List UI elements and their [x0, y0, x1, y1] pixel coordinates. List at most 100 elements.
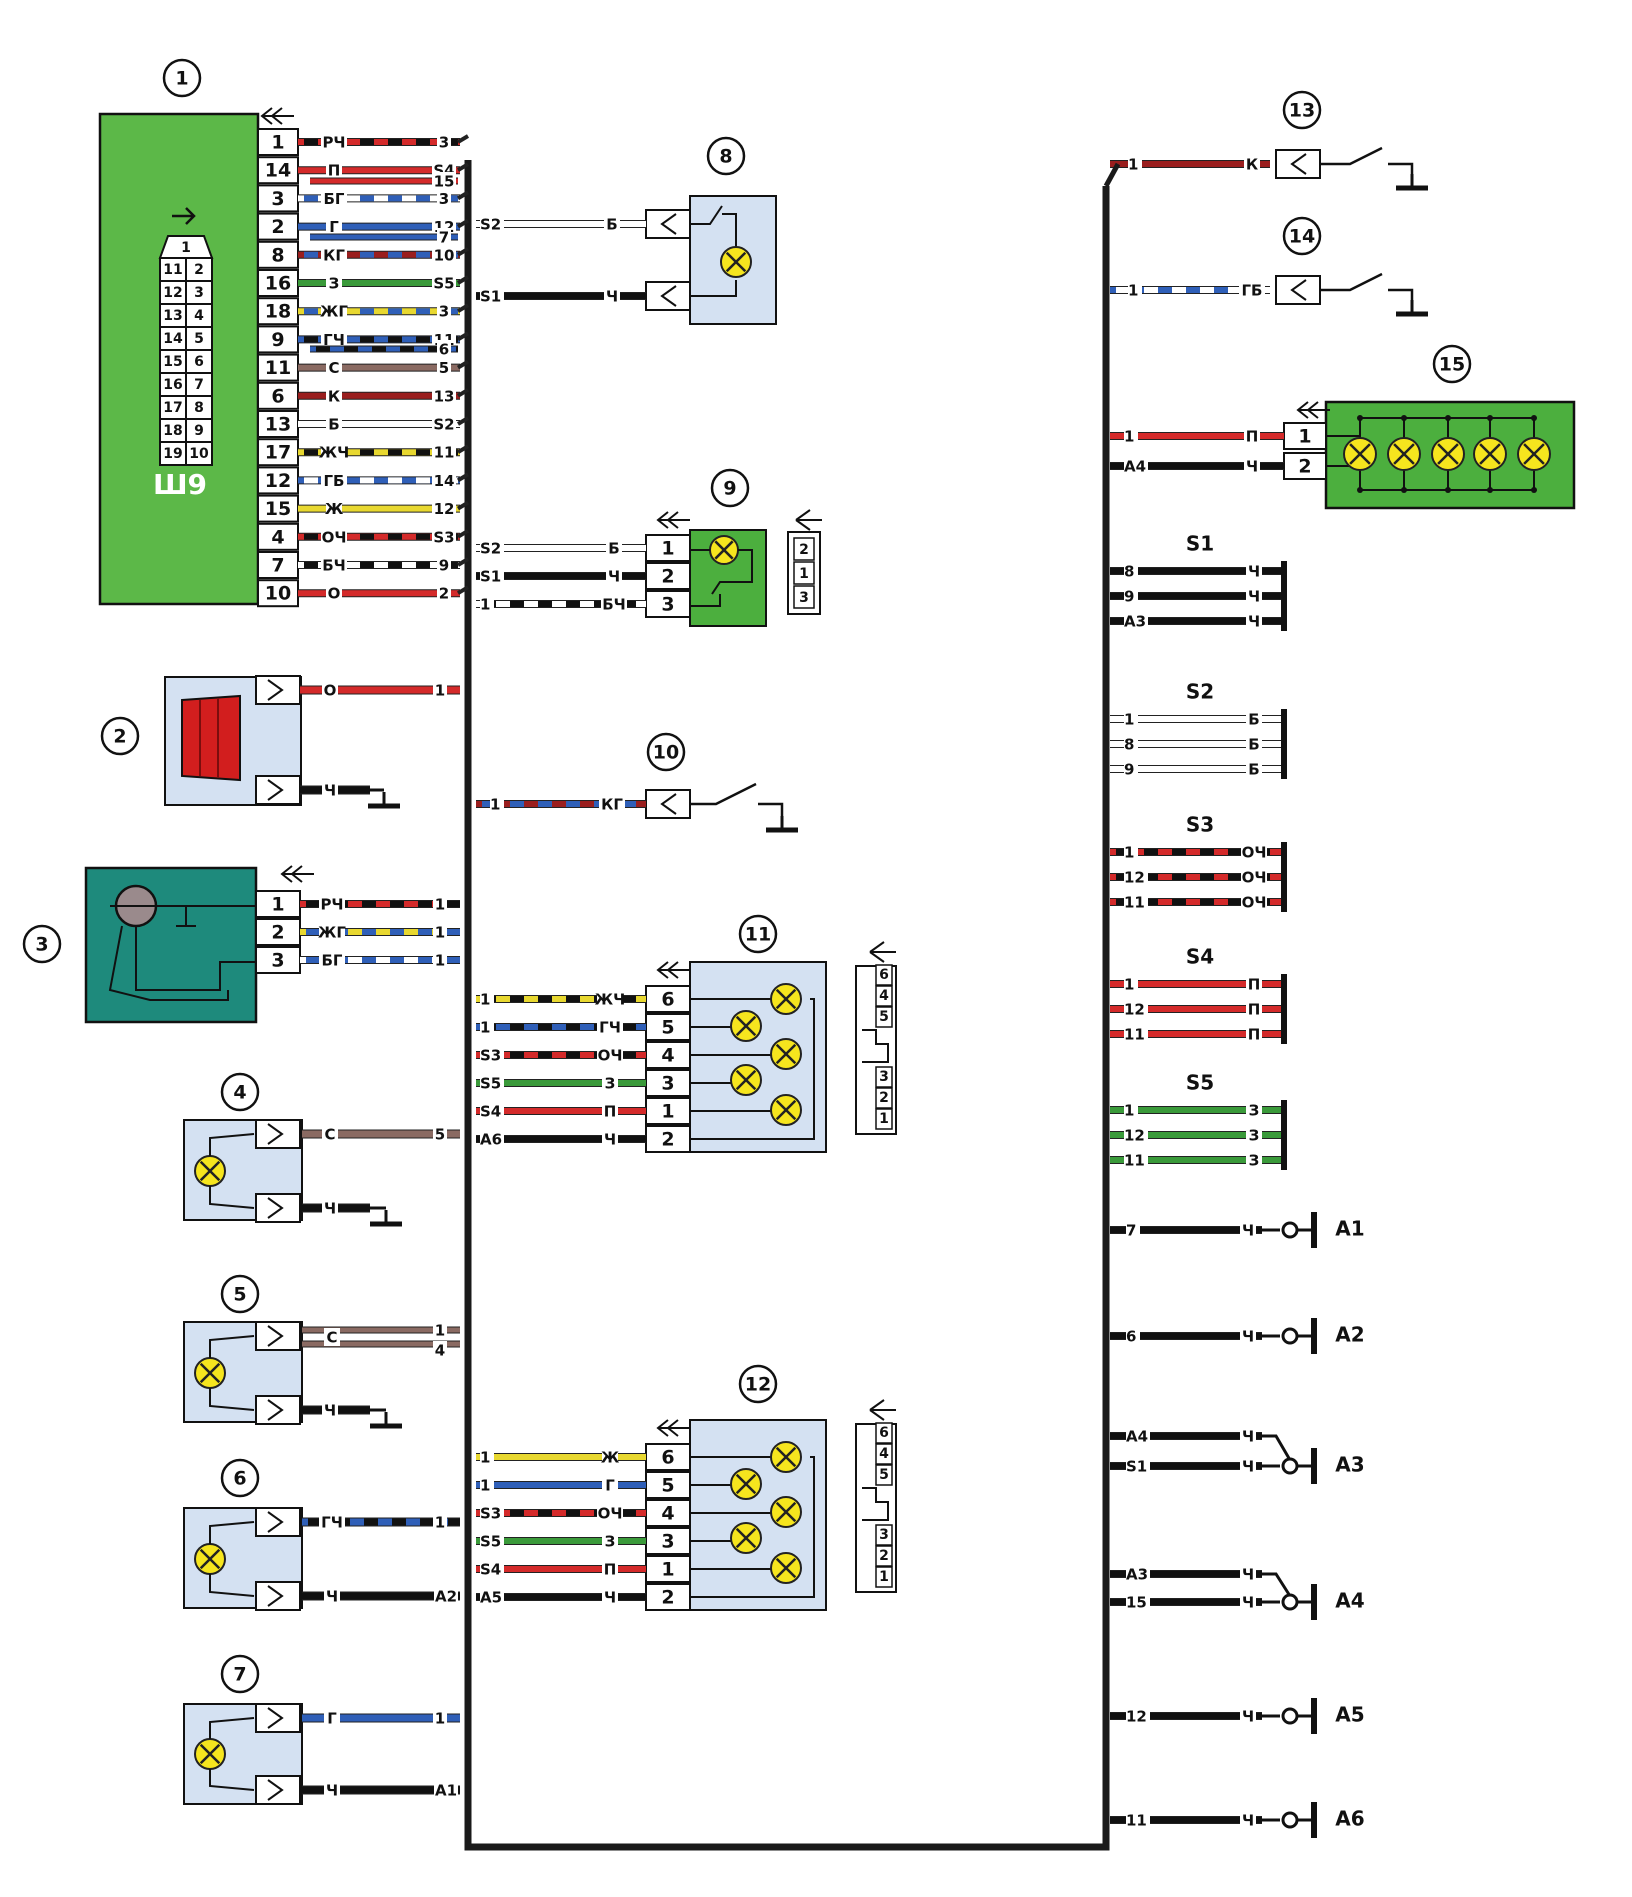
wire-label-bg — [326, 217, 342, 236]
ground-name: A3 — [1335, 1453, 1364, 1477]
wire-end-bg — [437, 556, 451, 574]
wire-code: С — [328, 359, 339, 377]
face-number: 19 — [163, 446, 182, 462]
wire-join — [456, 134, 470, 144]
wire-end-bg — [437, 358, 451, 377]
wire-end: 15 — [1126, 1594, 1147, 1612]
wire-end-bg — [480, 1046, 504, 1064]
wire-code: Г — [327, 1710, 337, 1728]
face-number: 4 — [194, 308, 204, 324]
wire-end-bg — [433, 1513, 447, 1531]
pin-number: 6 — [661, 1447, 674, 1469]
face-number: 7 — [194, 377, 204, 393]
face-cell — [875, 1006, 893, 1028]
pin-number: 1 — [661, 1559, 674, 1581]
callout-10: 10 — [646, 732, 686, 772]
wire-end: 2 — [439, 585, 449, 603]
pin-number: 14 — [265, 160, 291, 182]
terminal — [645, 789, 691, 819]
device-body — [689, 1419, 827, 1611]
face-number: 5 — [879, 1467, 889, 1483]
wire-code: Ч — [608, 568, 620, 586]
wire-end: 9 — [1124, 588, 1134, 606]
pin-number: 2 — [271, 216, 284, 238]
wire-join — [456, 303, 470, 313]
pin-number: 18 — [265, 301, 291, 323]
wire-end-bg — [1124, 893, 1148, 911]
wire-end: A6 — [480, 1131, 502, 1149]
face-number: 13 — [163, 308, 182, 324]
wire-join — [456, 529, 470, 539]
wire-label-bg — [1244, 457, 1260, 475]
wire-label-bg — [1240, 1811, 1256, 1829]
wire-end-bg — [1124, 868, 1148, 886]
connector-1-branch: 7 — [310, 228, 458, 247]
wire-code: Ч — [604, 1589, 616, 1607]
wire-end: S5 — [480, 1075, 501, 1093]
wire-label-bg — [322, 781, 338, 799]
callout-number: 5 — [233, 1284, 246, 1306]
face-cell — [875, 1087, 893, 1109]
wire-code: Ч — [1242, 1222, 1254, 1240]
wire-end: 1 — [1124, 428, 1134, 446]
wire-end: 1 — [435, 1514, 445, 1532]
pin-cell — [645, 1125, 691, 1153]
lamp-x — [1437, 443, 1459, 465]
buzzer-icon — [181, 694, 241, 782]
wire-label-bg — [326, 584, 342, 603]
lamp-x — [1479, 443, 1501, 465]
face-number: 2 — [799, 542, 809, 558]
face-number: 3 — [799, 590, 809, 606]
wire-label-bg — [1240, 1457, 1256, 1475]
wire-code: ОЧ — [598, 1505, 623, 1523]
wire-join — [456, 331, 470, 342]
wire-end: 12 — [1124, 1127, 1145, 1145]
wire-label-bg — [602, 1130, 618, 1148]
wire-code: Б — [1248, 761, 1259, 779]
harness-trunk — [464, 160, 1110, 1851]
lamp-x — [775, 1501, 797, 1523]
face-number: 16 — [163, 377, 182, 393]
wire-code: Ч — [1248, 588, 1260, 606]
pin-number: 1 — [271, 132, 284, 154]
wire-end-bg — [432, 499, 456, 518]
wire-end: 1 — [1124, 711, 1134, 729]
wire-end: 11 — [1124, 1152, 1145, 1170]
node-dot — [1357, 487, 1363, 493]
wire-code: ГБ — [324, 472, 345, 490]
lamp-x — [714, 540, 734, 560]
wire-join — [456, 218, 470, 229]
wire-end: 1 — [435, 896, 445, 914]
wire-join — [456, 444, 470, 454]
connector-1-branch: 6 — [310, 340, 458, 359]
wire-end: 1 — [435, 1322, 445, 1340]
wire-code: Ж — [325, 500, 344, 518]
wire-label-bg — [1246, 1151, 1262, 1169]
wire-code: З — [1249, 1102, 1260, 1120]
wire-end: 4 — [435, 1342, 445, 1360]
wire-code: Б — [608, 540, 619, 558]
node-dot — [1487, 487, 1493, 493]
node-dot — [1531, 487, 1537, 493]
face-number: 5 — [194, 331, 204, 347]
wire-code: Б — [606, 216, 617, 234]
wire-code: КГ — [601, 796, 623, 814]
switch-icon — [1320, 146, 1414, 186]
wire-code: С — [324, 1126, 335, 1144]
splice-name: S5 — [1186, 1071, 1214, 1095]
lamp-x — [775, 1043, 797, 1065]
wire-end: 1 — [480, 596, 490, 614]
wire-end: 12 — [434, 500, 455, 518]
terminal-chevron — [660, 213, 677, 235]
face-cell — [793, 561, 815, 585]
wire-end: 1 — [1124, 976, 1134, 994]
